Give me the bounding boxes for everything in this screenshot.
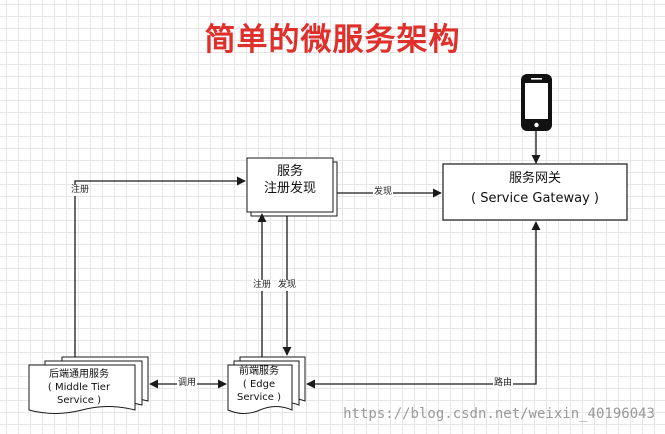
watermark-url: https://blog.csdn.net/weixin_40196043 [343, 406, 655, 422]
gateway-label-line2: ( Service Gateway ) [470, 191, 599, 206]
diagram-title: 简单的微服务架构 [204, 22, 461, 58]
middle-register-arrow [74, 176, 246, 357]
registry-label: 服务 注册发现 [247, 163, 333, 197]
edge-discover-label: 发现 [277, 280, 298, 291]
middle-register-label: 注册 [70, 185, 91, 196]
gateway-box[interactable] [442, 163, 628, 221]
edge-service-label-line2: ( Edge [242, 379, 276, 390]
edge-service-label: 前端服务 ( Edge Service ) [228, 365, 290, 404]
edge-service-box[interactable] [227, 356, 306, 414]
gateway-label-line1: 服务网关 [508, 171, 561, 186]
middle-tier-box[interactable] [28, 356, 149, 414]
gateway-label: 服务网关 ( Service Gateway ) [443, 169, 627, 209]
registry-label-line2: 注册发现 [263, 181, 316, 196]
edge-register-label: 注册 [252, 280, 273, 291]
route-label: 路由 [493, 378, 514, 389]
smartphone-icon [521, 74, 552, 131]
middle-tier-label: 后端通用服务 ( Middle Tier Service ) [29, 368, 129, 407]
edge-service-label-line3: Service ) [236, 392, 282, 403]
middle-tier-label-line2: ( Middle Tier [47, 382, 111, 393]
registry-label-line1: 服务 [276, 164, 303, 179]
edge-service-label-line1: 前端服务 [239, 366, 279, 377]
route-arrow [306, 221, 541, 389]
middle-tier-label-line3: Service ) [56, 395, 102, 406]
middle-tier-label-line1: 后端通用服务 [49, 369, 109, 380]
registry-box[interactable] [246, 157, 338, 217]
call-label: 调用 [177, 378, 198, 389]
registry-to-gateway-label: 发现 [373, 187, 394, 198]
